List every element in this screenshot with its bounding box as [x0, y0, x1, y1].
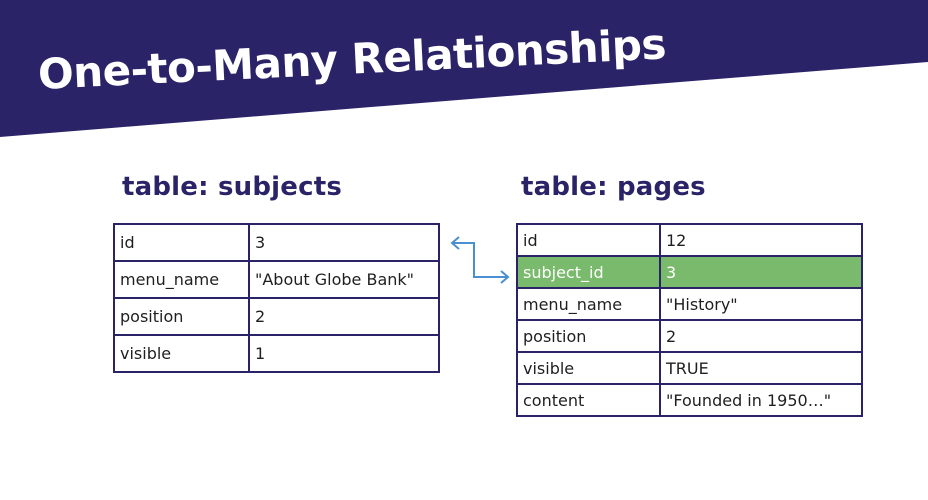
field-name: content [516, 383, 661, 417]
pages-row-position: position 2 [516, 319, 863, 353]
pages-row-content: content "Founded in 1950…" [516, 383, 863, 417]
field-name: visible [516, 351, 661, 385]
subjects-row-id: id 3 [113, 223, 440, 262]
field-name: id [516, 223, 661, 257]
field-value: 1 [248, 334, 440, 373]
field-value: 12 [659, 223, 863, 257]
field-value: 3 [659, 255, 863, 289]
field-value: 2 [248, 297, 440, 336]
pages-row-id: id 12 [516, 223, 863, 257]
field-name: position [516, 319, 661, 353]
subjects-row-position: position 2 [113, 297, 440, 336]
field-value: "Founded in 1950…" [659, 383, 863, 417]
pages-table-title: table: pages [521, 172, 706, 202]
field-name: subject_id [516, 255, 661, 289]
field-value: 3 [248, 223, 440, 262]
pages-row-visible: visible TRUE [516, 351, 863, 385]
field-name: menu_name [516, 287, 661, 321]
pages-table: id 12 subject_id 3 menu_name "History" p… [516, 223, 863, 417]
foreign-key-arrow [450, 236, 510, 284]
pages-row-menu-name: menu_name "History" [516, 287, 863, 321]
subjects-table: id 3 menu_name "About Globe Bank" positi… [113, 223, 440, 373]
subjects-row-menu-name: menu_name "About Globe Bank" [113, 260, 440, 299]
field-value: TRUE [659, 351, 863, 385]
title-banner [0, 0, 928, 137]
subjects-table-title: table: subjects [122, 172, 343, 202]
field-name: position [113, 297, 250, 336]
field-value: "About Globe Bank" [248, 260, 440, 299]
field-value: "History" [659, 287, 863, 321]
pages-row-subject-id-highlighted: subject_id 3 [516, 255, 863, 289]
field-name: visible [113, 334, 250, 373]
field-name: id [113, 223, 250, 262]
subjects-row-visible: visible 1 [113, 334, 440, 373]
field-value: 2 [659, 319, 863, 353]
field-name: menu_name [113, 260, 250, 299]
